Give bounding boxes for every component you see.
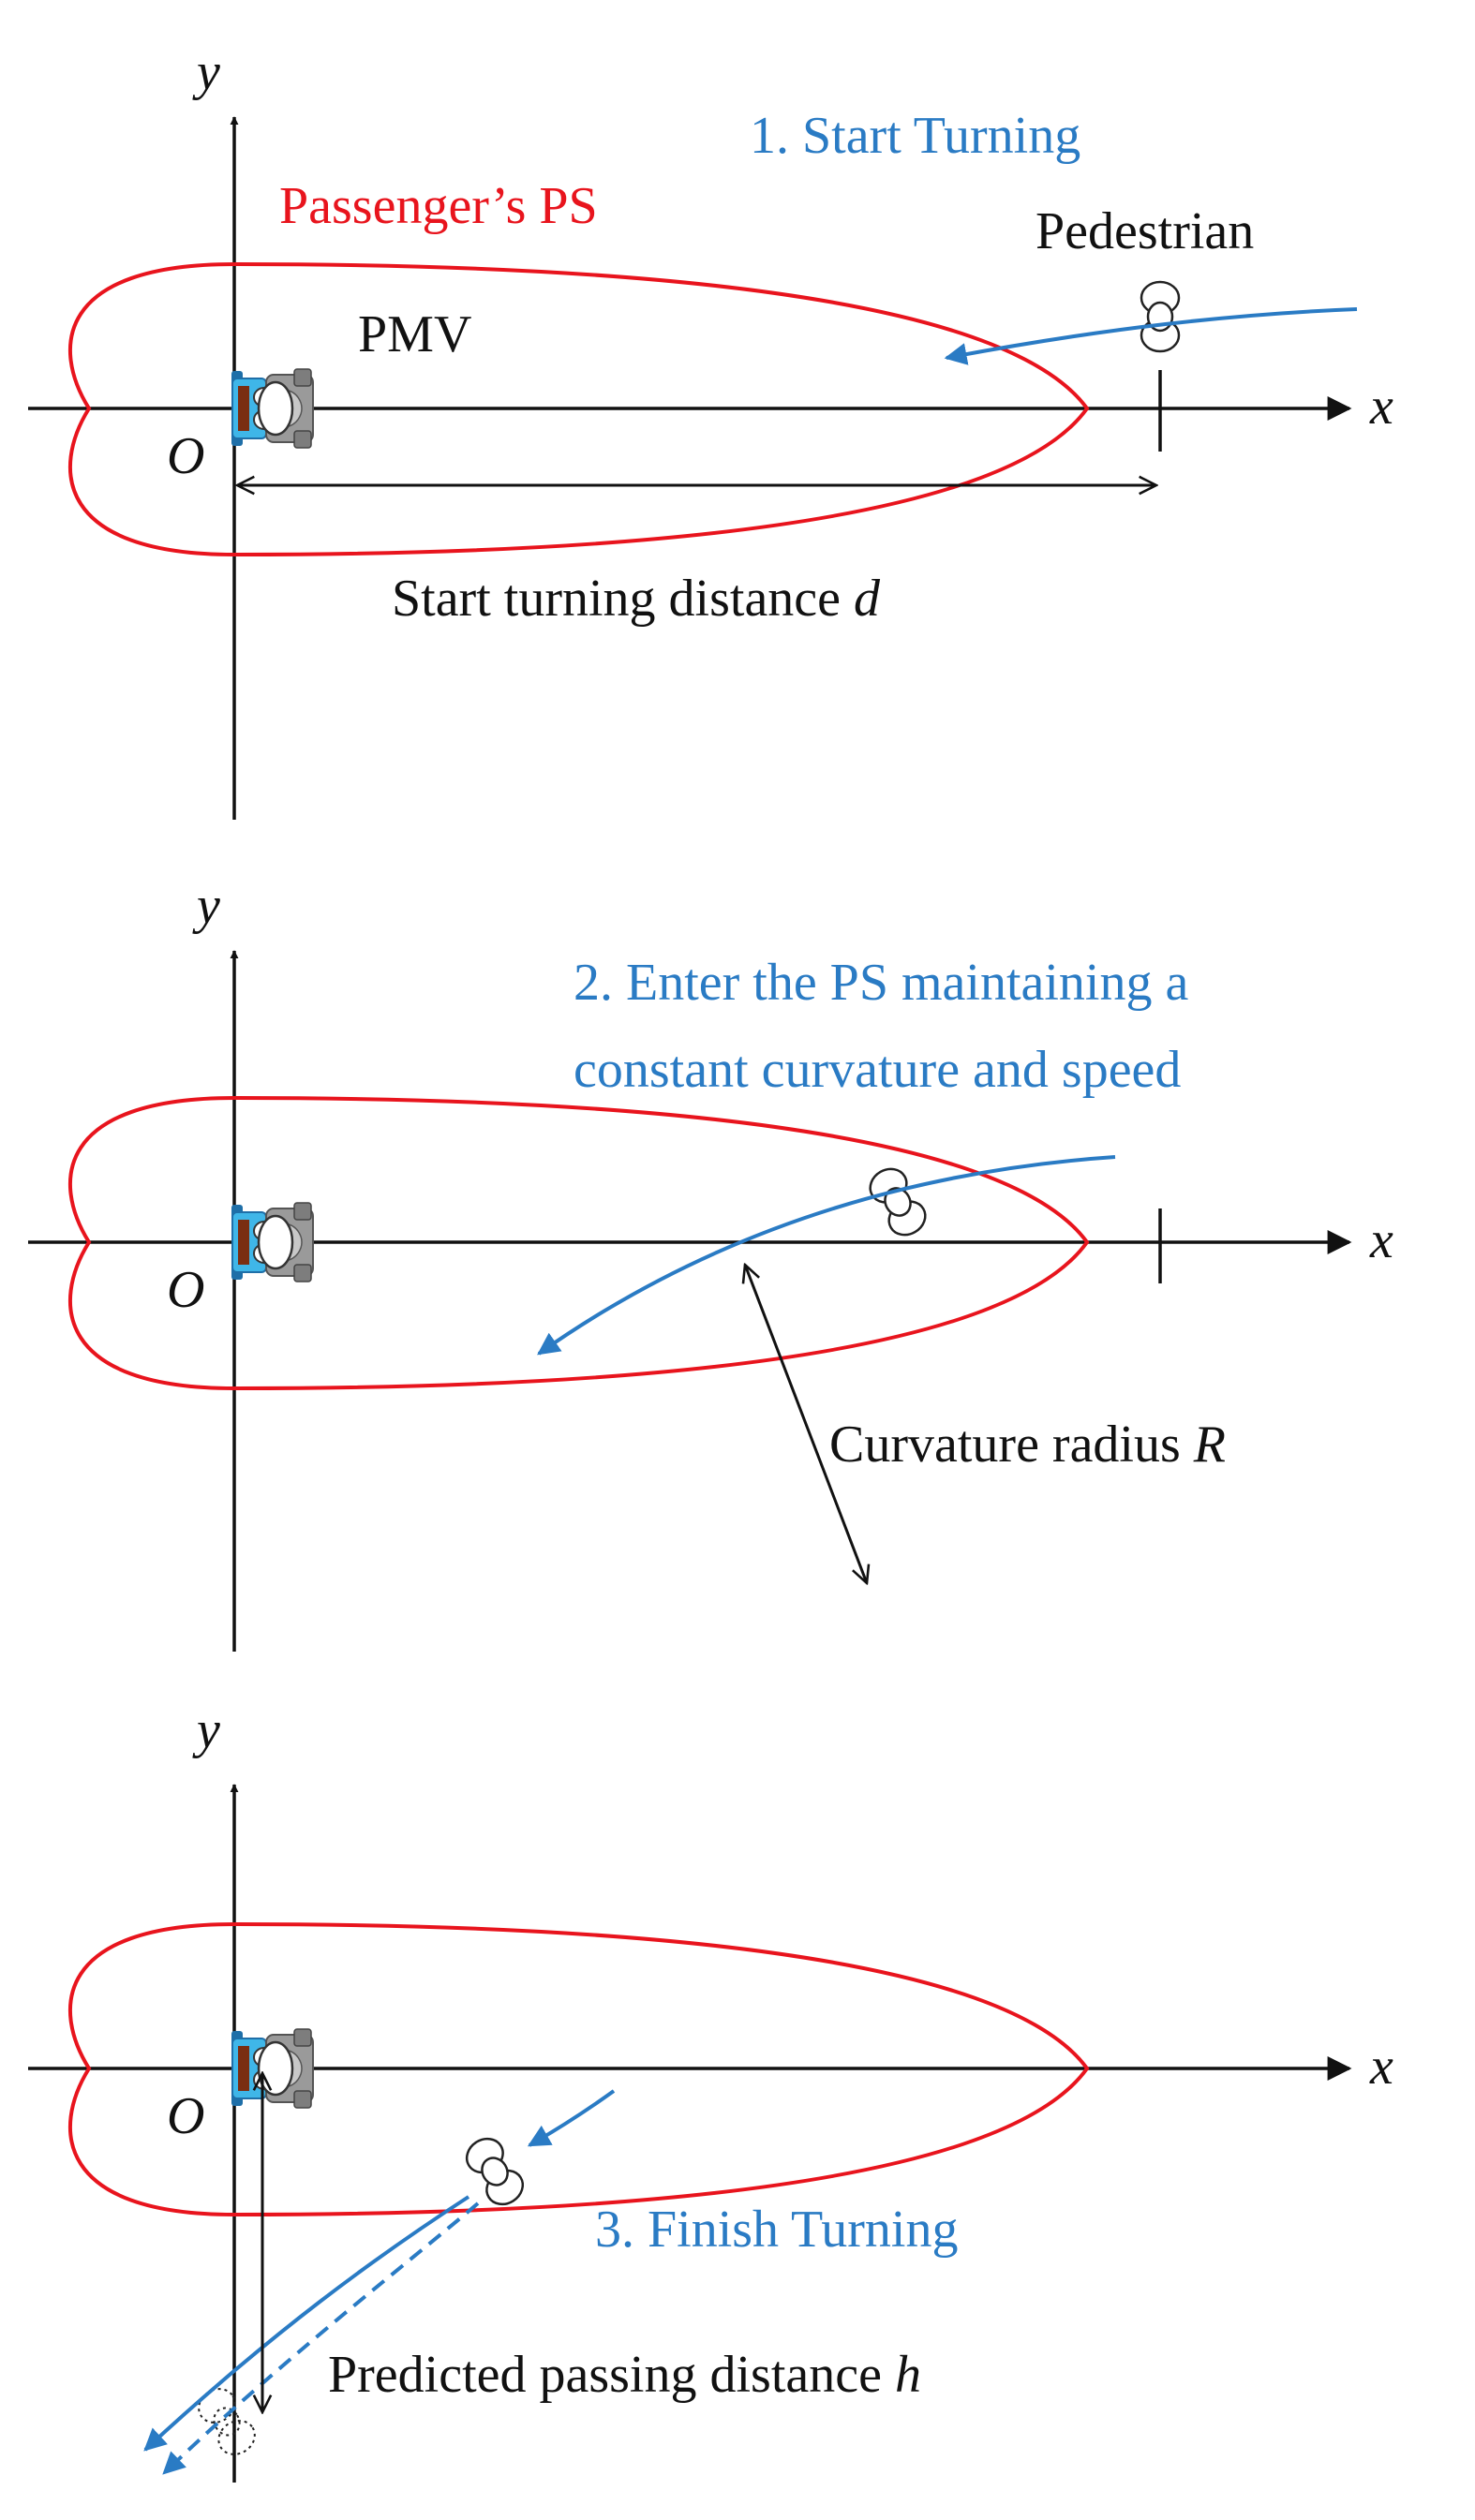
panel-1-pmv-icon [230, 367, 315, 450]
panel-1: y x O 1. Start Turning Passenger’s PS Pe… [28, 43, 1393, 820]
panel-1-pedestrian-icon [1140, 280, 1181, 353]
panel-2-y-label: y [192, 877, 220, 935]
panel-1-pmv-label: PMV [358, 305, 471, 363]
panel-1-personal-space [67, 261, 1090, 557]
panel-1-ps-label: Passenger’s PS [279, 177, 598, 235]
panel-2-step-label-line-2: constant curvature and speed [574, 1041, 1181, 1099]
panel-2-trajectory-arrow [537, 1155, 1116, 1356]
panel-3-approach-arrow [527, 2089, 616, 2147]
panel-1-distance-label: Start turning distance d [392, 570, 881, 628]
panel-1-origin-label: O [167, 427, 204, 485]
panel-3-origin-label: O [167, 2087, 204, 2145]
panel-2: y x O 2. Enter the PS maintaining a cons… [28, 877, 1393, 1652]
panel-3-trajectory-arrow [143, 2195, 470, 2452]
panel-3-pedestrian-icon [459, 2130, 530, 2213]
panel-3: y x O 3. Finish Turning Predicted passin… [28, 1701, 1393, 2483]
panel-3-step-label: 3. Finish Turning [595, 2201, 959, 2259]
panel-2-x-label: x [1369, 1211, 1393, 1269]
panel-3-personal-space [67, 1921, 1090, 2217]
panel-3-distance-label: Predicted passing distance h [328, 2346, 921, 2404]
panel-1-y-label: y [192, 43, 220, 101]
panel-2-step-label-line-1: 2. Enter the PS maintaining a [574, 954, 1188, 1012]
panel-3-x-label: x [1369, 2038, 1393, 2096]
panel-2-pmv-icon [230, 1201, 315, 1283]
panel-2-pedestrian-icon [862, 1161, 933, 1243]
panel-2-radius-label: Curvature radius R [829, 1416, 1226, 1474]
panel-1-x-label: x [1369, 378, 1393, 436]
panel-1-step-label: 1. Start Turning [750, 107, 1080, 165]
panel-3-predicted-path [162, 2201, 480, 2475]
panel-2-radius-arrow [745, 1265, 867, 1583]
panel-3-pmv-icon [230, 2027, 315, 2110]
panel-1-trajectory-arrow [944, 307, 1358, 365]
panel-3-y-label: y [192, 1701, 220, 1759]
panel-1-pedestrian-label: Pedestrian [1035, 202, 1254, 260]
panel-2-origin-label: O [167, 1261, 204, 1319]
